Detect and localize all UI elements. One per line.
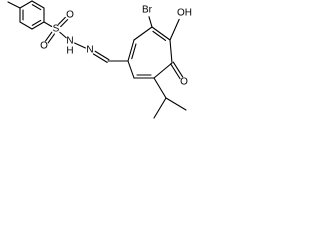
bond-tol2-tol3 [19,21,33,30]
bond-r5-Oket-a [170,63,181,80]
bond-tol3-tol4 [31,21,45,30]
bond-me_tol-tol1 [7,1,21,9]
bond-S-O2-a [60,19,69,28]
bond-r2-r3 [133,26,153,41]
bond-r1-r2-inner [131,43,137,60]
bond-S-O2-b [57,16,66,25]
atom-label-h-nh: H [66,46,73,57]
bond-r3-r4-inner [152,30,167,42]
atom-label-s: S [53,24,60,35]
atom-label-oket: O [180,77,188,88]
atom-label-nh: N [66,36,73,47]
bond-tol4-S [43,21,53,28]
atom-label-o1: O [40,41,48,52]
bond-NH-N2 [74,42,86,49]
atom-label-o2: O [66,10,74,21]
bond-N2-CH-b [94,50,110,61]
bond-tol5-tol6-inner [31,4,42,11]
bond-r5-Oket-b [172,61,184,78]
bond-ipr_ch-ipr_me1 [165,97,187,111]
bond-S-O1-a [45,31,53,42]
atom-label-oh: OH [177,8,192,19]
bond-tol6-tol1 [19,0,33,9]
bond-r7-r1 [127,60,135,79]
bond-tol3-tol4-inner [31,19,42,26]
atom-label-n2: N [86,45,93,56]
bond-r4-r5 [169,39,173,64]
bond-r3-r4 [151,26,171,41]
bonds [7,0,187,119]
bond-r4-OH [169,18,180,41]
bond-r3-Br [148,16,153,28]
bond-r5-r6 [153,62,173,79]
atom-label-br: Br [142,5,153,16]
bond-ipr_ch-ipr_me2 [153,97,167,119]
bond-r6-ipr_ch [153,77,167,99]
bond-tol5-tol6 [31,0,45,9]
bond-S-O1-b [47,33,55,44]
bond-r1-r2 [127,39,135,62]
bond-S-NH [59,31,67,39]
bond-N2-CH-a [92,53,108,63]
